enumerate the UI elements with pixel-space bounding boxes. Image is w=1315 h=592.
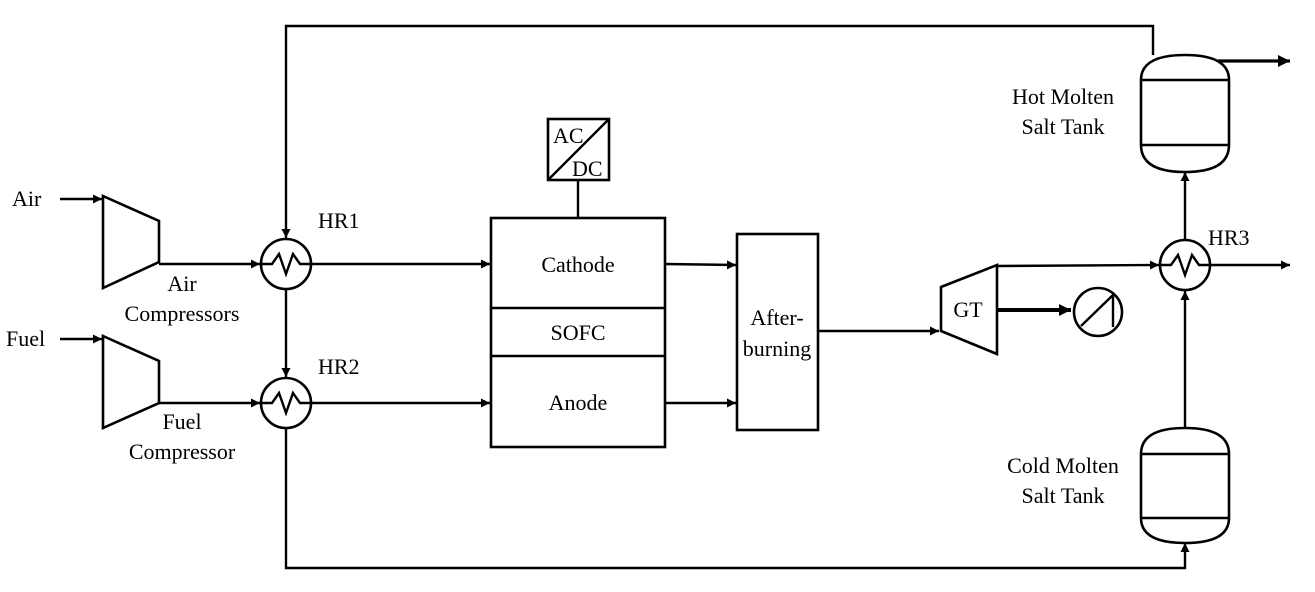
cathode-label: Cathode	[541, 252, 614, 277]
cold-molten-salt-tank	[1139, 426, 1231, 545]
generator-icon	[1072, 286, 1124, 338]
fuel-input-label: Fuel	[6, 326, 45, 351]
anode-label: Anode	[549, 390, 608, 415]
hot-tank-label-2: Salt Tank	[1022, 114, 1105, 139]
fuel-compressor-shape	[101, 333, 161, 431]
inverter-ac-label: AC	[553, 123, 584, 148]
sofc-stack	[489, 216, 667, 449]
afterburner-label-1: After-	[750, 305, 803, 330]
hr3-label: HR3	[1208, 225, 1250, 250]
hr1-label: HR1	[318, 208, 360, 233]
hot-tank-label-1: Hot Molten	[1012, 84, 1114, 109]
air-compressor-shape	[101, 193, 161, 291]
air-input-label: Air	[12, 186, 42, 211]
air-compressor-label-2: Compressors	[125, 301, 240, 326]
hot-molten-salt-tank	[1139, 53, 1231, 174]
hot-salt-return-line	[281, 24, 1155, 238]
cold-tank-label-1: Cold Molten	[1007, 453, 1119, 478]
hr2-label: HR2	[318, 354, 360, 379]
ac-dc-inverter	[546, 117, 611, 182]
hr2-to-cold-tank-line	[284, 428, 1190, 570]
hr1-heat-exchanger	[259, 237, 313, 291]
gt-to-hr3-line	[996, 260, 1160, 270]
fuel-compressor-label-2: Compressor	[129, 439, 236, 464]
fuel-compressor-label-1: Fuel	[162, 409, 201, 434]
cold-tank-label-2: Salt Tank	[1022, 483, 1105, 508]
hr3-heat-exchanger	[1158, 238, 1212, 292]
air-compressor-label-1: Air	[167, 271, 197, 296]
afterburner-label-2: burning	[743, 336, 811, 361]
gas-turbine-shape	[939, 263, 999, 356]
cathode-to-afterburner-line	[664, 260, 737, 270]
gt-label: GT	[953, 297, 983, 322]
inverter-dc-label: DC	[572, 156, 603, 181]
hr2-heat-exchanger	[259, 376, 313, 430]
sofc-label: SOFC	[550, 320, 605, 345]
afterburner-box	[735, 232, 820, 432]
